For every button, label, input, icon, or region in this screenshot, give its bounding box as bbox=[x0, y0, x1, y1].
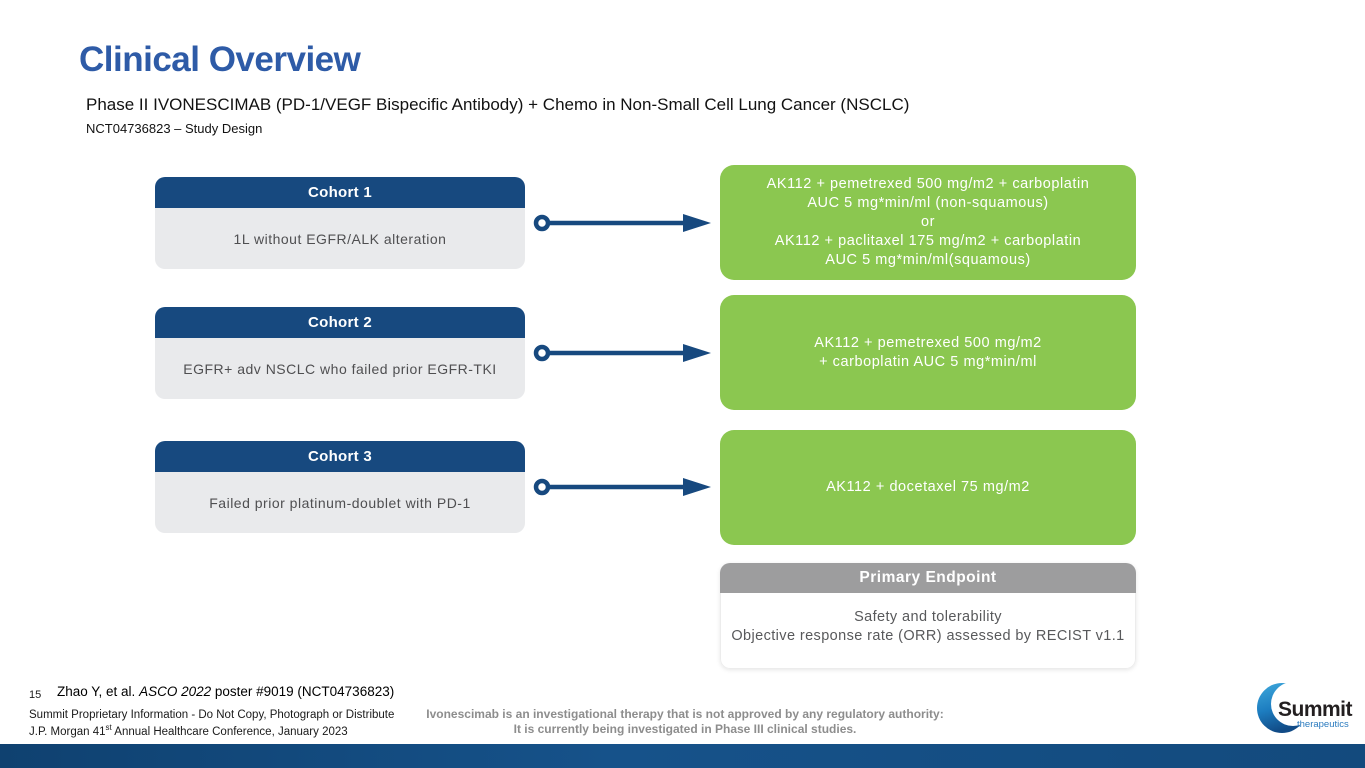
disclaimer-line-2: It is currently being investigated in Ph… bbox=[513, 722, 857, 736]
crescent-swoosh-icon bbox=[1257, 682, 1315, 733]
citation-source: ASCO 2022 bbox=[139, 684, 212, 699]
page-number: 15 bbox=[29, 689, 42, 701]
cohort-1-header: Cohort 1 bbox=[155, 177, 525, 208]
citation-suffix: poster #9019 (NCT04736823) bbox=[211, 684, 395, 699]
disclaimer-line-1: Ivonescimab is an investigational therap… bbox=[426, 707, 944, 721]
citation: Zhao Y, et al. ASCO 2022 poster #9019 (N… bbox=[57, 684, 394, 699]
treatment-1-line: AK112 + paclitaxel 175 mg/m2 + carboplat… bbox=[774, 233, 1082, 249]
page-title: Clinical Overview bbox=[79, 40, 361, 79]
cohort-2-header: Cohort 2 bbox=[155, 307, 525, 338]
cohort-3-header: Cohort 3 bbox=[155, 441, 525, 472]
summit-therapeutics-logo: Summit therapeutics bbox=[1257, 682, 1353, 733]
slide-subtitle: Phase II IVONESCIMAB (PD-1/VEGF Bispecif… bbox=[86, 95, 910, 114]
logo-subwordmark: therapeutics bbox=[1297, 719, 1349, 730]
conference-ordinal: st bbox=[105, 723, 112, 732]
treatment-2-line: + carboplatin AUC 5 mg*min/ml bbox=[819, 353, 1037, 370]
treatment-1-box: AK112 + pemetrexed 500 mg/m2 + carboplat… bbox=[720, 165, 1136, 280]
treatment-3-box: AK112 + docetaxel 75 mg/m2 bbox=[720, 430, 1136, 545]
arrow-cohort2-to-treatment2-icon bbox=[533, 344, 711, 362]
treatment-2-box: AK112 + pemetrexed 500 mg/m2 + carboplat… bbox=[720, 295, 1136, 410]
primary-endpoint-body: Safety and tolerability Objective respon… bbox=[720, 593, 1136, 669]
cohort-3-box: Cohort 3 Failed prior platinum-doublet w… bbox=[155, 441, 525, 533]
primary-endpoint-box: Primary Endpoint Safety and tolerability… bbox=[720, 563, 1136, 669]
study-design-line: NCT04736823 – Study Design bbox=[86, 121, 263, 136]
treatment-2-line: AK112 + pemetrexed 500 mg/m2 bbox=[814, 334, 1042, 351]
treatment-3-line: AK112 + docetaxel 75 mg/m2 bbox=[826, 479, 1030, 495]
conference-suffix: Annual Healthcare Conference, January 20… bbox=[111, 725, 348, 738]
citation-prefix: Zhao Y, et al. bbox=[57, 684, 140, 699]
logo-wordmark: Summit bbox=[1278, 698, 1353, 721]
treatment-1-line: AUC 5 mg*min/ml (non-squamous) bbox=[807, 195, 1049, 211]
conference-line: J.P. Morgan 41st Annual Healthcare Confe… bbox=[29, 723, 348, 738]
proprietary-notice: Summit Proprietary Information - Do Not … bbox=[29, 709, 395, 721]
cohort-1-description: 1L without EGFR/ALK alteration bbox=[155, 208, 525, 269]
cohort-1-box: Cohort 1 1L without EGFR/ALK alteration bbox=[155, 177, 525, 269]
primary-endpoint-header: Primary Endpoint bbox=[720, 563, 1136, 593]
treatment-1-line: AUC 5 mg*min/ml(squamous) bbox=[825, 252, 1031, 268]
arrow-cohort3-to-treatment3-icon bbox=[533, 478, 711, 496]
conference-prefix: J.P. Morgan 41 bbox=[29, 725, 106, 738]
cohort-2-description: EGFR+ adv NSCLC who failed prior EGFR-TK… bbox=[155, 338, 525, 399]
primary-endpoint-line: Objective response rate (ORR) assessed b… bbox=[731, 628, 1125, 644]
regulatory-disclaimer: Ivonescimab is an investigational therap… bbox=[390, 707, 980, 737]
arrow-cohort1-to-treatment1-icon bbox=[533, 214, 711, 232]
primary-endpoint-line: Safety and tolerability bbox=[854, 609, 1002, 625]
cohort-3-description: Failed prior platinum-doublet with PD-1 bbox=[155, 472, 525, 533]
bottom-accent-bar bbox=[0, 744, 1365, 768]
treatment-1-line: or bbox=[921, 214, 935, 230]
cohort-2-box: Cohort 2 EGFR+ adv NSCLC who failed prio… bbox=[155, 307, 525, 399]
treatment-1-line: AK112 + pemetrexed 500 mg/m2 + carboplat… bbox=[766, 176, 1090, 192]
